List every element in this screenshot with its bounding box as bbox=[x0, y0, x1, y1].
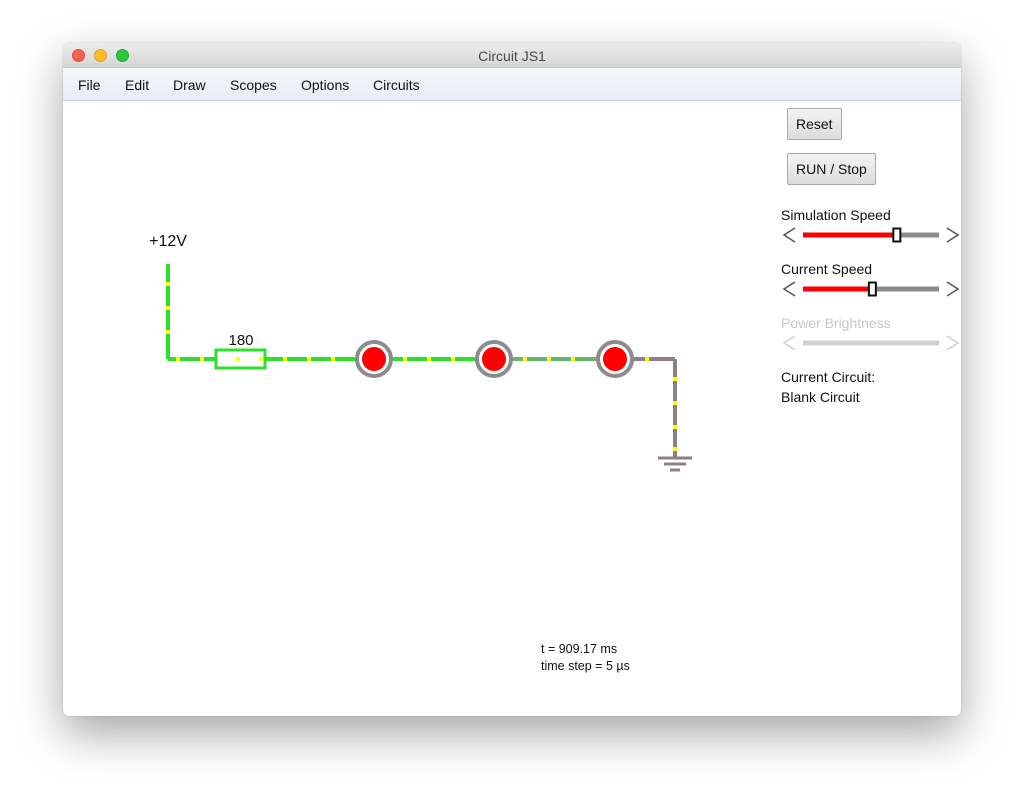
chevron-right-icon bbox=[946, 335, 960, 351]
chevron-right-icon[interactable] bbox=[946, 227, 960, 243]
power-brightness-label: Power Brightness bbox=[781, 315, 891, 331]
slider-graphic bbox=[782, 281, 960, 297]
time-readout: t = 909.17 ms bbox=[541, 642, 617, 656]
current-speed-label: Current Speed bbox=[781, 261, 873, 277]
menu-bar: File Edit Draw Scopes Options Circuits bbox=[63, 68, 961, 101]
circuit-canvas[interactable]: +12V 180 bbox=[63, 101, 961, 716]
slider-graphic bbox=[782, 335, 960, 351]
menu-edit[interactable]: Edit bbox=[125, 77, 150, 93]
chevron-left-icon[interactable] bbox=[782, 281, 796, 297]
window-title: Circuit JS1 bbox=[478, 48, 546, 64]
maximize-window-button[interactable] bbox=[116, 49, 129, 62]
menu-circuits[interactable]: Circuits bbox=[373, 77, 420, 93]
resistor-value-label: 180 bbox=[228, 332, 253, 349]
reset-button[interactable]: Reset bbox=[787, 108, 842, 140]
menu-scopes[interactable]: Scopes bbox=[230, 77, 277, 93]
slider-graphic bbox=[782, 227, 960, 243]
led[interactable] bbox=[596, 340, 634, 378]
current-circuit-label: Current Circuit: bbox=[781, 369, 876, 385]
menu-file[interactable]: File bbox=[78, 77, 101, 93]
voltage-source[interactable]: +12V bbox=[149, 233, 187, 359]
run-stop-button[interactable]: RUN / Stop bbox=[787, 153, 876, 185]
ground-symbol[interactable] bbox=[658, 456, 692, 472]
simulation-speed-slider[interactable] bbox=[781, 226, 961, 244]
voltage-label: +12V bbox=[149, 233, 187, 250]
chevron-left-icon bbox=[782, 335, 796, 351]
current-speed-slider[interactable] bbox=[781, 280, 961, 298]
close-window-button[interactable] bbox=[72, 49, 85, 62]
app-window: Circuit JS1 File Edit Draw Scopes Option… bbox=[63, 43, 961, 716]
chevron-right-icon[interactable] bbox=[946, 281, 960, 297]
chevron-left-icon[interactable] bbox=[782, 227, 796, 243]
resistor[interactable]: 180 bbox=[214, 332, 267, 370]
current-circuit-name: Blank Circuit bbox=[781, 389, 860, 405]
minimize-window-button[interactable] bbox=[94, 49, 107, 62]
slider-thumb[interactable] bbox=[867, 281, 877, 297]
led[interactable] bbox=[475, 340, 513, 378]
power-brightness-slider bbox=[781, 334, 961, 352]
title-bar: Circuit JS1 bbox=[63, 43, 961, 68]
led[interactable] bbox=[355, 340, 393, 378]
menu-options[interactable]: Options bbox=[301, 77, 350, 93]
current-dots bbox=[166, 282, 677, 451]
slider-thumb[interactable] bbox=[892, 227, 902, 243]
circuit-diagram: +12V 180 bbox=[149, 233, 692, 673]
simulation-speed-label: Simulation Speed bbox=[781, 207, 891, 223]
time-step-readout: time step = 5 µs bbox=[541, 659, 630, 673]
menu-draw[interactable]: Draw bbox=[173, 77, 206, 93]
